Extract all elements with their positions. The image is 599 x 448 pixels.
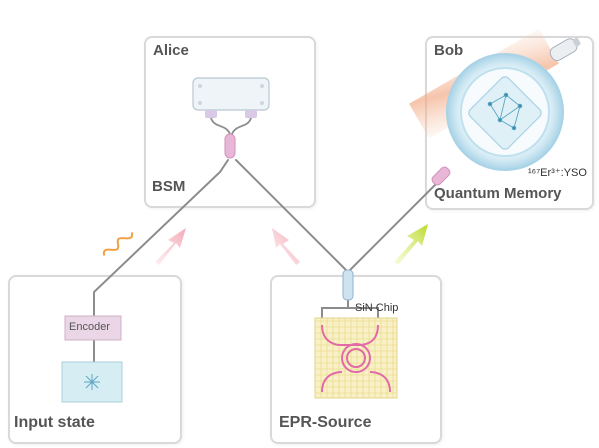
encoder-label: Encoder <box>69 321 110 333</box>
input-state-title: Input state <box>14 414 95 431</box>
arrow-to-memory <box>394 224 428 265</box>
alice-title: Alice <box>153 42 189 59</box>
arrow-to-bsm-right <box>272 228 300 265</box>
photon-wave <box>103 232 133 256</box>
bsm-label: BSM <box>152 178 186 195</box>
sin-chip <box>314 317 398 399</box>
epr-source-title: EPR-Source <box>279 414 372 431</box>
sin-chip-coupler <box>342 269 354 301</box>
quantum-memory-label: Quantum Memory <box>434 185 562 202</box>
encoder-box <box>64 315 122 341</box>
crystal-label: ¹⁶⁷Er³⁺:YSO <box>528 167 587 179</box>
alice-module <box>192 77 270 135</box>
bsm-coupler <box>224 133 236 159</box>
memory-fiber-coupler <box>431 166 451 186</box>
crystal-lattice <box>487 92 523 131</box>
laser-head <box>549 37 581 61</box>
laser-source <box>61 361 123 403</box>
quantum-memory-module <box>409 28 581 186</box>
arrow-to-bsm-left <box>155 228 186 265</box>
alice-panel <box>144 36 316 208</box>
bob-title: Bob <box>434 42 464 59</box>
optical-fibers <box>93 159 441 363</box>
sin-chip-label: SiN Chip <box>355 302 399 314</box>
